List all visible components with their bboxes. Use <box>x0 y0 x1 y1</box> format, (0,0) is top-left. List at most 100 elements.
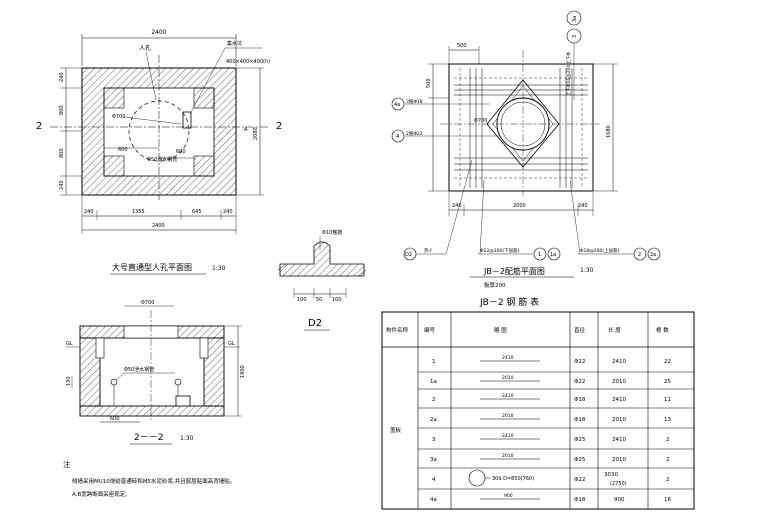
table-cell-len: 2410 <box>612 397 626 403</box>
rebar-circle-4: 4 <box>396 134 399 140</box>
plan-label-sump: Φ50泄水钢管 <box>147 156 177 163</box>
table-header-sketch: 略 图 <box>494 326 507 334</box>
rebar-table: JB－2 钢 筋 表 构件名称 编号 略 图 直径 长 度 根 数 盖板 1 2… <box>381 296 695 510</box>
rebar-note-right: 上下Φ16@200上下Φ <box>565 52 572 96</box>
rebar-label-4a-text: 3根Φ18 <box>406 98 423 105</box>
table-cell-len: 3030 <box>604 472 618 478</box>
d2-dim-2: 50 <box>316 297 322 303</box>
plan-view: 2400 600 600 Φ700 Φ50泄水钢管 A 人孔 集水坑 400×4… <box>36 29 282 275</box>
plan-dim-bottom-2: 1355 <box>132 209 145 215</box>
table-header-dia: 直径 <box>574 326 586 334</box>
rebar-circle-2: 2 <box>638 252 641 258</box>
rebar-circle-d2: D2 <box>405 252 412 258</box>
table-cell-count: 11 <box>664 397 671 403</box>
section-label-sump: Φ50泄水钢管 <box>124 366 154 373</box>
table-cell-len: 2410 <box>612 359 626 365</box>
table-row: 1 2410 Φ22 2410 22 <box>432 355 671 365</box>
plan-dim-bottom-1: 240 <box>84 209 94 215</box>
rebar-dim-bottom-2: 2000 <box>513 203 526 209</box>
table-cell-sketch: 2010 <box>502 413 514 419</box>
rebar-circle-3: 3 <box>572 35 578 38</box>
table-cell-no: 4a <box>430 497 437 503</box>
rebar-circle-2a: 2a <box>650 252 656 258</box>
rebar-label-phi700: Φ700 <box>474 118 487 124</box>
section-dim-right: 1900 <box>240 365 246 378</box>
rebar-dim-bottom-3: 240 <box>578 203 588 209</box>
table-cell-count: 16 <box>664 497 671 503</box>
table-cell-no: 2a <box>430 417 437 423</box>
rebar-title: JB－2配筋平面图 <box>483 266 545 276</box>
table-header-component: 构件名称 <box>386 326 409 334</box>
table-cell-count: 2 <box>666 437 670 443</box>
table-cell-sketch: 2010 <box>502 375 514 381</box>
plan-label-manhole: 人孔 <box>139 44 151 52</box>
table-component: 盖板 <box>390 426 402 434</box>
table-cell-len: 2010 <box>612 379 626 385</box>
rebar-dim-bottom-1: 240 <box>452 203 462 209</box>
table-row: 2 2410 Φ18 2410 11 <box>432 393 671 403</box>
d2-dim-1: 100 <box>297 297 307 303</box>
table-cell-dia: Φ25 <box>574 437 586 443</box>
plan-dim-left-1: 240 <box>59 72 65 82</box>
notes-heading: 注 <box>63 460 70 469</box>
plan-section-mark-left: 2 <box>36 121 42 132</box>
rebar-label-bottom-1: Φ22@100(下层筋) <box>480 247 520 254</box>
plan-dim-left-3: 800 <box>59 148 65 158</box>
plan-dim-600: 600 <box>118 147 128 153</box>
table-header-len: 长 度 <box>608 326 621 334</box>
rebar-dim-500-top: 500 <box>457 43 467 49</box>
table-cell-sketch: 2410 <box>502 355 514 361</box>
d2-detail: Φ10箍筋 100 50 100 D2 <box>277 229 367 331</box>
table-cell-dia: Φ25 <box>574 457 586 463</box>
notes-line-1: 侧墙采用MU10烧结普通砖和M5水泥砂浆,并且腻层贴面高背墙贴。 <box>72 477 235 485</box>
plan-label-collector: 集水坑 <box>227 40 242 47</box>
section-gl-left: GL <box>66 341 73 347</box>
table-cell-len: 2010 <box>612 417 626 423</box>
section-view: Φ700 Φ50泄水钢管 GL GL 130 600 1900 <box>66 300 246 445</box>
table-title: JB－2 钢 筋 表 <box>479 296 539 308</box>
table-cell-sketch: 2410 <box>502 433 514 439</box>
table-cell-sketch: 2410 <box>502 393 514 399</box>
table-cell-dia: Φ22 <box>574 359 585 365</box>
plan-dim-bottom-3: 645 <box>192 209 202 215</box>
table-cell-len2: (2750) <box>610 481 627 487</box>
rebar-label-bottom-2: Φ18@200(上层筋) <box>580 247 620 254</box>
table-cell-count: 22 <box>664 359 671 365</box>
rebar-circle-3a: 3a <box>572 16 578 22</box>
rebar-dim-left-1: 500 <box>426 78 432 88</box>
rebar-label-4-text: 2根Φ22 <box>406 130 423 137</box>
table-cell-sketch: 900 <box>504 493 513 499</box>
notes-line-2: A,B宽跨断面采座现定。 <box>72 490 131 498</box>
table-cell-sketch: 30d D=850(760) <box>492 476 534 482</box>
section-title: 2－－2 <box>134 433 163 443</box>
table-cell-no: 2 <box>432 397 436 403</box>
plan-label-A: A <box>244 127 248 133</box>
table-cell-count: 25 <box>664 379 671 385</box>
rebar-scale: 1:30 <box>580 267 594 274</box>
plan-dim-left-4: 240 <box>59 180 65 190</box>
notes: 注 侧墙采用MU10烧结普通砖和M5水泥砂浆,并且腻层贴面高背墙贴。 A,B宽跨… <box>63 460 235 498</box>
table-cell-dia: Φ18 <box>574 497 586 503</box>
table-cell-count: 2 <box>666 457 670 463</box>
rebar-note-d2: 热-f <box>424 247 432 254</box>
rebar-circle-1a: 1a <box>550 252 556 258</box>
table-cell-count: 13 <box>664 417 671 423</box>
rebar-dim-right: 1680 <box>606 125 612 138</box>
d2-dim-3: 100 <box>332 297 342 303</box>
table-cell-no: 3 <box>432 437 436 443</box>
rebar-subtitle: 板厚200 <box>484 281 506 289</box>
table-header-count: 根 数 <box>656 326 669 334</box>
table-header-no: 编号 <box>424 326 436 334</box>
table-cell-len: 2010 <box>612 457 626 463</box>
rebar-circle-4a: 4a <box>394 102 400 108</box>
table-cell-len: 2410 <box>612 437 626 443</box>
section-gl-right: GL <box>228 341 235 347</box>
plan-title: 大号直通型人孔平面图 <box>112 262 192 272</box>
plan-label-collector-size: 400×400×400(h) <box>226 59 270 65</box>
plan-label-phi700: Φ700 <box>112 114 125 120</box>
table-row: 3a 2010 Φ25 2010 2 <box>430 453 670 463</box>
table-cell-dia: Φ18 <box>574 417 586 423</box>
table-row: 1a 2010 Φ22 2010 25 <box>430 375 671 385</box>
section-dim-130: 130 <box>66 376 72 386</box>
